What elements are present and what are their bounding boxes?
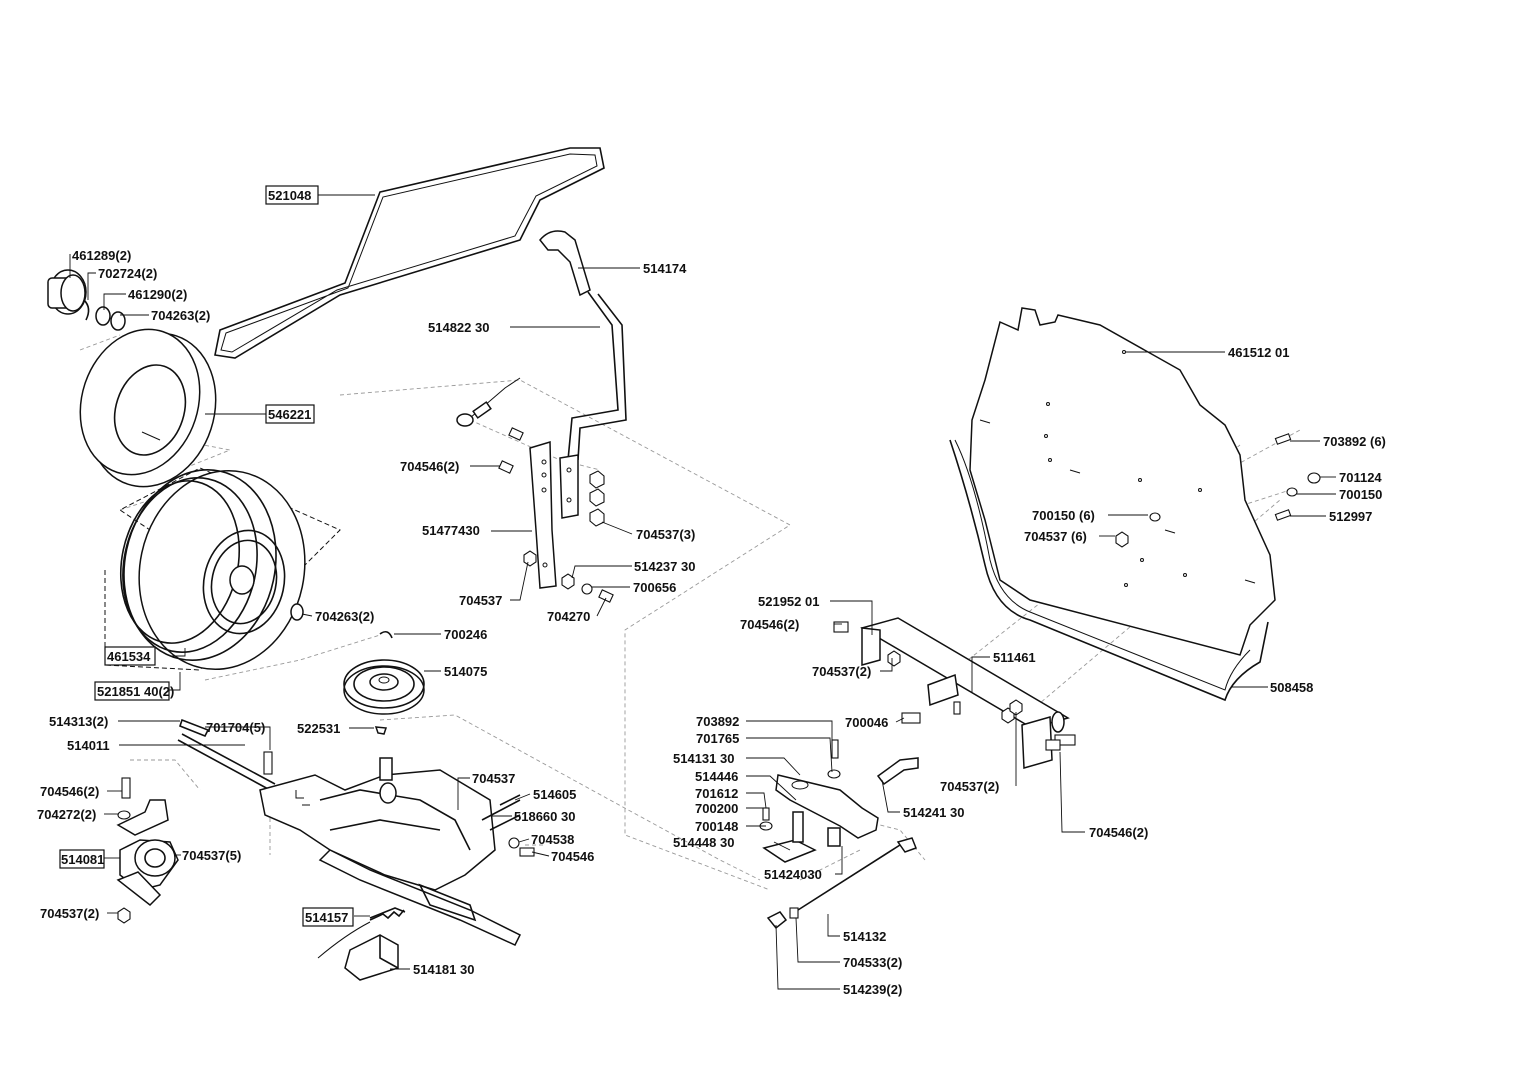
callout-701765: 701765: [696, 731, 739, 746]
callout-704546-2-a: 704546(2): [400, 459, 459, 474]
callout-511461: 511461: [993, 650, 1036, 665]
callout-514241-30: 514241 30: [903, 805, 964, 820]
pulley: [343, 630, 425, 735]
callout-522531: 522531: [297, 721, 340, 736]
bushing-stack: [47, 269, 126, 331]
callout-704263-2-top: 704263(2): [151, 308, 210, 323]
v-belt: [214, 147, 605, 359]
callout-521048: 521048: [268, 188, 311, 203]
callout-461289-2: 461289(2): [72, 248, 131, 263]
callout-704546-2-b: 704546(2): [40, 784, 99, 799]
axle-support: [116, 777, 179, 924]
callout-704263-2-mid: 704263(2): [315, 609, 374, 624]
lever-bracket: [529, 440, 579, 589]
callout-461512-01: 461512 01: [1228, 345, 1289, 360]
callout-703892: 703892: [696, 714, 739, 729]
callout-514081: 514081: [61, 852, 104, 867]
callout-514157: 514157: [305, 910, 348, 925]
callout-514132: 514132: [843, 929, 886, 944]
boxed-callouts: [59, 185, 354, 927]
callout-514237-30: 514237 30: [634, 559, 695, 574]
drive-lever: [539, 230, 627, 461]
callout-514239-2: 514239(2): [843, 982, 902, 997]
callout-514448-30: 514448 30: [673, 835, 734, 850]
callout-labels: 521048 461289(2) 702724(2) 461290(2) 704…: [37, 188, 1386, 997]
callout-700150-6: 700150 (6): [1032, 508, 1095, 523]
callout-51424030: 51424030: [764, 867, 822, 882]
cable-end: [456, 377, 521, 427]
callout-512997: 512997: [1329, 509, 1372, 524]
callout-700148: 700148: [695, 819, 738, 834]
lever-bolts-nuts: [498, 427, 614, 603]
mount-bracket: [833, 617, 1076, 786]
callout-514605: 514605: [533, 787, 576, 802]
callout-514181-30: 514181 30: [413, 962, 474, 977]
callout-514011: 514011: [67, 738, 110, 753]
callout-546221: 546221: [268, 407, 311, 422]
seat-panel: [949, 307, 1276, 702]
callout-514446: 514446: [695, 769, 738, 784]
callout-704537-5: 704537(5): [182, 848, 241, 863]
callout-700656: 700656: [633, 580, 676, 595]
callout-514174: 514174: [643, 261, 687, 276]
callout-704537-a: 704537: [459, 593, 502, 608]
callout-521952-01: 521952 01: [758, 594, 819, 609]
callout-704537-2-b: 704537(2): [812, 664, 871, 679]
callout-704533-2: 704533(2): [843, 955, 902, 970]
callout-704537-b: 704537: [472, 771, 515, 786]
callout-701124: 701124: [1339, 470, 1382, 485]
panel-hardware: [1115, 433, 1321, 548]
callout-704537-2-a: 704537(2): [40, 906, 99, 921]
callout-704537-6: 704537 (6): [1024, 529, 1087, 544]
callout-461290-2: 461290(2): [128, 287, 187, 302]
callout-514313-2: 514313(2): [49, 714, 108, 729]
callout-51477430: 51477430: [422, 523, 480, 538]
callout-704270: 704270: [547, 609, 590, 624]
callout-521851-40-2: 521851 40(2): [97, 684, 174, 699]
callout-704546-2-c: 704546(2): [740, 617, 799, 632]
callout-702724-2: 702724(2): [98, 266, 157, 281]
control-rod: [766, 837, 917, 930]
callout-700200: 700200: [695, 801, 738, 816]
callout-508458: 508458: [1270, 680, 1313, 695]
callout-700046: 700046: [845, 715, 888, 730]
callout-704546-2-d: 704546(2): [1089, 825, 1148, 840]
front-tire: [79, 328, 217, 488]
shift-spring-bracket: [317, 909, 405, 981]
rear-wheel: [104, 467, 341, 671]
transaxle-hardware: [179, 718, 535, 919]
callout-704546-a: 704546: [551, 849, 594, 864]
callout-514822-30: 514822 30: [428, 320, 489, 335]
callout-704537-3: 704537(3): [636, 527, 695, 542]
callout-514131-30: 514131 30: [673, 751, 734, 766]
linkage-plate: [759, 739, 879, 863]
transaxle: [177, 733, 522, 946]
callout-703892-6: 703892 (6): [1323, 434, 1386, 449]
callout-704538: 704538: [531, 832, 574, 847]
callout-701704-5: 701704(5): [206, 720, 265, 735]
callout-461534: 461534: [107, 649, 151, 664]
callout-701612: 701612: [695, 786, 738, 801]
callout-700150: 700150: [1339, 487, 1382, 502]
callout-700246: 700246: [444, 627, 487, 642]
callout-704272-2: 704272(2): [37, 807, 96, 822]
callout-518660-30: 518660 30: [514, 809, 575, 824]
callout-514075: 514075: [444, 664, 487, 679]
leader-lines: [69, 194, 1336, 990]
callout-704537-2-c: 704537(2): [940, 779, 999, 794]
